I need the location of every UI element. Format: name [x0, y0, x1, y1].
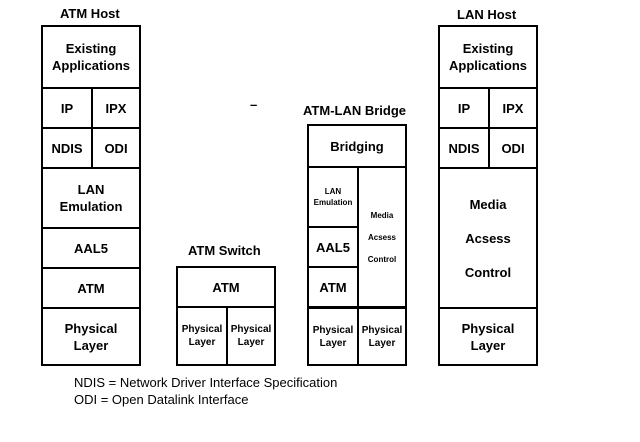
ipx-layer: IPX — [91, 87, 139, 127]
physical-layer-left: Physical Layer — [178, 306, 226, 364]
atm-switch-stack: ATM Physical Layer Physical Layer — [176, 266, 276, 366]
atm-switch-title: ATM Switch — [188, 243, 261, 258]
aal5-layer: AAL5 — [43, 227, 139, 267]
odi-layer: ODI — [91, 127, 139, 167]
bridging-layer: Bridging — [330, 138, 384, 154]
lan-host-title: LAN Host — [457, 7, 517, 22]
ip-layer: IP — [440, 87, 488, 127]
atm-host-title: ATM Host — [60, 6, 120, 21]
bridge-title: ATM-LAN Bridge — [303, 103, 407, 118]
physical-layer-left: Physical Layer — [309, 306, 357, 364]
odi-layer: ODI — [488, 127, 536, 167]
lan-host-stack: Existing Applications IP IPX NDIS ODI Me… — [438, 25, 538, 366]
separator-dash: – — [250, 97, 258, 112]
physical-layer-right: Physical Layer — [357, 306, 405, 364]
ip-layer: IP — [43, 87, 91, 127]
legend-ndis: NDIS = Network Driver Interface Specific… — [74, 375, 338, 390]
ipx-layer: IPX — [488, 87, 536, 127]
physical-layer: Physical Layer — [440, 307, 536, 364]
existing-applications-layer: Existing Applications — [448, 41, 527, 73]
legend-odi: ODI = Open Datalink Interface — [74, 392, 249, 407]
ndis-layer: NDIS — [43, 127, 91, 167]
ndis-layer: NDIS — [440, 127, 488, 167]
media-access-control-layer: Media Acsess Control — [440, 167, 536, 307]
physical-layer-right: Physical Layer — [226, 306, 274, 364]
atm-layer: ATM — [309, 266, 357, 306]
physical-layer: Physical Layer — [43, 307, 139, 364]
existing-applications-layer: Existing Applications — [51, 41, 130, 73]
atm-layer: ATM — [212, 279, 240, 295]
lan-emulation-layer: LAN Emulation — [309, 166, 357, 226]
media-access-control-layer: Media Acsess Control — [357, 166, 405, 306]
atm-host-stack: Existing Applications IP IPX NDIS ODI LA… — [41, 25, 141, 366]
atm-layer: ATM — [43, 267, 139, 307]
lan-emulation-layer: LAN Emulation — [43, 167, 139, 227]
bridge-stack: Bridging LAN Emulation AAL5 ATM Media Ac… — [307, 124, 407, 366]
aal5-layer: AAL5 — [309, 226, 357, 266]
